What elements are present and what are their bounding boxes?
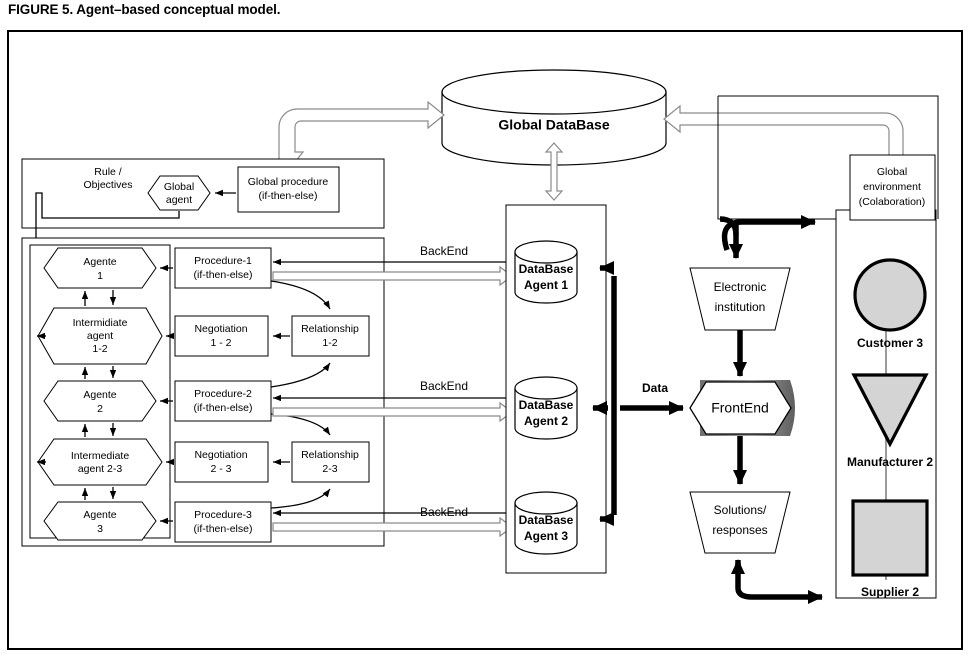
intermediate-agent-1-2-node[interactable]: Intermidiate agent 1-2 bbox=[37, 307, 163, 365]
database-agent-1-label-line2: Agent 1 bbox=[524, 278, 568, 292]
arrow-procedure1-to-relationship12 bbox=[270, 280, 331, 310]
agent-2-label-line2: 2 bbox=[97, 403, 103, 415]
arrow-procedure2-to-relationship12 bbox=[270, 362, 331, 388]
negotiation-2-3-node[interactable]: Negotiation 2 - 3 bbox=[174, 441, 269, 483]
global-procedure-node[interactable]: Global procedure (if-then-else) bbox=[237, 166, 340, 213]
hollow-arrow-environment-to-globaldb bbox=[663, 104, 913, 182]
relationship-2-3-label-line1: Relationship bbox=[301, 449, 359, 461]
negotiation-1-2-node[interactable]: Negotiation 1 - 2 bbox=[174, 315, 269, 357]
intermediate-agent-2-3-node[interactable]: Intermediate agent 2-3 bbox=[37, 438, 163, 486]
procedure-3-node[interactable]: Procedure-3 (if-then-else) bbox=[174, 501, 272, 543]
supplier-2-label: Supplier 2 bbox=[861, 585, 919, 599]
database-agent-1-node[interactable]: DataBase Agent 1 bbox=[514, 240, 578, 304]
solutions-label-line2: responses bbox=[712, 523, 767, 537]
global-environment-node[interactable]: Global environment (Colaboration) bbox=[849, 154, 936, 221]
global-procedure-label-line2: (if-then-else) bbox=[259, 190, 318, 202]
intermediate-1-2-label-line2: agent bbox=[87, 330, 113, 342]
procedure-2-node[interactable]: Procedure-2 (if-then-else) bbox=[174, 380, 272, 422]
rule-objectives-label-line2: Objectives bbox=[83, 179, 132, 191]
agent-2-label-line1: Agente bbox=[83, 389, 116, 401]
intermediate-2-3-label-line2: agent 2-3 bbox=[78, 463, 123, 475]
arrow-solutions-to-supplier bbox=[731, 559, 823, 604]
environment-outer-frame-left bbox=[717, 96, 878, 220]
rule-objectives-label-line1: Rule / bbox=[94, 166, 122, 178]
database-agent-3-node[interactable]: DataBase Agent 3 bbox=[514, 491, 578, 555]
environment-outer-frame-top bbox=[718, 95, 939, 219]
customer-3-node[interactable]: Customer 3 bbox=[853, 258, 927, 350]
global-database-label: Global DataBase bbox=[498, 117, 609, 133]
global-agent-label-line1: Global bbox=[164, 181, 194, 193]
database-agent-1-label-line1: DataBase bbox=[519, 262, 574, 276]
hollow-arrow-globaldb-to-backend bbox=[544, 142, 564, 201]
relationship-2-3-label-line2: 2-3 bbox=[322, 463, 337, 475]
solutions-responses-node[interactable]: Solutions/ responses bbox=[689, 491, 791, 554]
agent-3-label-line1: Agente bbox=[83, 509, 116, 521]
frontend-label: FrontEnd bbox=[711, 400, 769, 416]
agent-chain-arrows bbox=[37, 290, 117, 500]
negotiation-2-3-label-line1: Negotiation bbox=[194, 449, 247, 461]
agent-3-node[interactable]: Agente 3 bbox=[43, 501, 157, 541]
manufacturer-2-node[interactable]: Manufacturer 2 bbox=[847, 373, 933, 469]
arrow-procedure3-to-relationship23 bbox=[270, 488, 331, 509]
agent-1-node[interactable]: Agente 1 bbox=[43, 247, 157, 289]
database-agent-3-label-line1: DataBase bbox=[519, 513, 574, 527]
customer-3-label: Customer 3 bbox=[857, 336, 923, 350]
backend-label-2: BackEnd bbox=[420, 379, 468, 393]
global-environment-label-line3: (Colaboration) bbox=[859, 196, 926, 208]
intermediate-2-3-label-line1: Intermediate bbox=[71, 450, 130, 462]
intermediate-1-2-label-line3: 1-2 bbox=[92, 343, 107, 355]
global-environment-label-line2: environment bbox=[863, 181, 921, 193]
relationship-2-3-node[interactable]: Relationship 2-3 bbox=[291, 441, 370, 483]
negotiation-2-3-label-line2: 2 - 3 bbox=[210, 463, 231, 475]
database-agent-2-label-line2: Agent 2 bbox=[524, 414, 568, 428]
electronic-institution-label-line1: Electronic bbox=[714, 280, 767, 294]
global-agent-label-line2: agent bbox=[166, 194, 192, 206]
intermediate-1-2-label-line1: Intermidiate bbox=[73, 317, 128, 329]
procedure-3-label-line1: Procedure-3 bbox=[194, 509, 252, 521]
backend-label-3: BackEnd bbox=[420, 505, 468, 519]
procedure-1-label-line1: Procedure-1 bbox=[194, 255, 252, 267]
agent-2-node[interactable]: Agente 2 bbox=[43, 380, 157, 422]
procedure-1-label-line2: (if-then-else) bbox=[194, 269, 253, 281]
agent-1-label-line1: Agente bbox=[83, 256, 116, 268]
arrow-supplier-to-environment bbox=[721, 215, 816, 251]
hollow-arrow-procedure-to-globaldb bbox=[278, 100, 445, 168]
agent-3-label-line2: 3 bbox=[97, 523, 103, 535]
database-agent-3-label-line2: Agent 3 bbox=[524, 529, 568, 543]
database-agent-2-node[interactable]: DataBase Agent 2 bbox=[514, 376, 578, 440]
global-agent-node[interactable]: Global agent bbox=[147, 175, 211, 211]
global-environment-label-line1: Global bbox=[877, 166, 907, 178]
electronic-institution-node[interactable]: Electronic institution bbox=[689, 267, 791, 331]
procedure-2-label-line2: (if-then-else) bbox=[194, 402, 253, 414]
global-procedure-label-line1: Global procedure bbox=[248, 176, 329, 188]
figure-caption: FIGURE 5. Agent–based conceptual model. bbox=[8, 2, 281, 17]
electronic-institution-label-line2: institution bbox=[715, 300, 766, 314]
database-agent-2-label-line1: DataBase bbox=[519, 398, 574, 412]
rule-objectives-panel: Rule / Objectives Global agent Global pr… bbox=[21, 158, 385, 229]
manufacturer-2-label: Manufacturer 2 bbox=[847, 455, 933, 469]
procedure-3-label-line2: (if-then-else) bbox=[194, 523, 253, 535]
agent-1-label-line2: 1 bbox=[97, 270, 103, 282]
data-bus: Data bbox=[592, 261, 684, 526]
backend-label-1: BackEnd bbox=[420, 244, 468, 258]
procedure-1-node[interactable]: Procedure-1 (if-then-else) bbox=[174, 247, 272, 289]
data-flow-label: Data bbox=[642, 381, 668, 395]
frontend-node[interactable]: FrontEnd bbox=[689, 380, 795, 436]
solutions-label-line1: Solutions/ bbox=[714, 503, 767, 517]
supplier-2-node[interactable]: Supplier 2 bbox=[851, 499, 929, 599]
procedure-2-label-line1: Procedure-2 bbox=[194, 388, 252, 400]
relationship-1-2-label-line1: Relationship bbox=[301, 323, 359, 335]
negotiation-1-2-label-line1: Negotiation bbox=[194, 323, 247, 335]
relationship-1-2-node[interactable]: Relationship 1-2 bbox=[291, 315, 370, 357]
relationship-1-2-label-line2: 1-2 bbox=[322, 337, 337, 349]
global-database-node[interactable]: Global DataBase bbox=[441, 69, 667, 166]
negotiation-1-2-label-line2: 1 - 2 bbox=[210, 337, 231, 349]
